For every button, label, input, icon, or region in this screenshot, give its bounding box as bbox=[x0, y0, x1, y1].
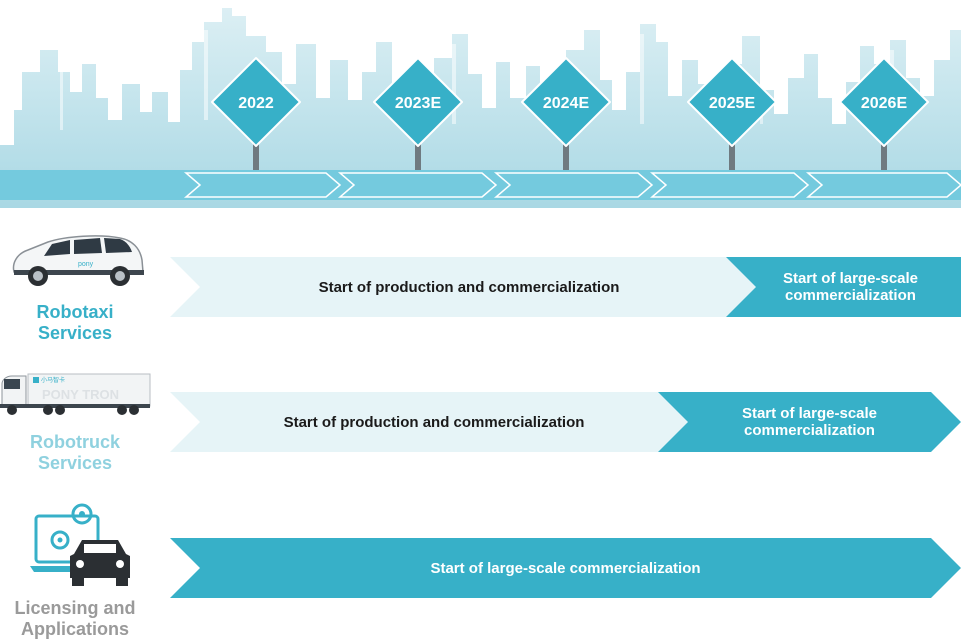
year-label: 2024E bbox=[543, 95, 590, 112]
city-skyline bbox=[0, 8, 961, 208]
road-chevron-segment bbox=[493, 172, 654, 198]
svg-text:pony: pony bbox=[78, 261, 94, 268]
robotaxi-phase-large-scale: Start of large-scale commercialization bbox=[726, 257, 961, 317]
road-chevron-segment bbox=[805, 172, 961, 198]
licensing-label: Licensing and Applications bbox=[14, 598, 136, 639]
robotaxi-phase-production: Start of production and commercializatio… bbox=[170, 257, 768, 317]
year-diamond bbox=[373, 57, 463, 147]
year-diamond bbox=[521, 57, 611, 147]
robotruck-icon: 小马智卡 PONY TRON bbox=[0, 373, 151, 415]
road-chevron-segment bbox=[183, 172, 342, 198]
road-band bbox=[0, 170, 961, 200]
year-diamond bbox=[839, 57, 929, 147]
signpost-pole bbox=[415, 142, 421, 170]
signpost-pole bbox=[253, 142, 259, 170]
year-signpost: 2026E bbox=[839, 57, 929, 170]
year-diamond bbox=[687, 57, 777, 147]
robotruck-phase-production: Start of production and commercializatio… bbox=[170, 392, 698, 452]
road-chevron-segment bbox=[649, 172, 810, 198]
year-label: 2023E bbox=[395, 95, 442, 112]
timeline-header: 2022 2023E 2024E 2025E 2026E bbox=[0, 8, 961, 208]
robotruck-label: Robotruck Services bbox=[30, 432, 120, 473]
year-signposts: 2022 2023E 2024E 2025E 2026E bbox=[211, 57, 929, 170]
year-label: 2022 bbox=[238, 95, 274, 112]
year-label: 2025E bbox=[709, 95, 756, 112]
robotaxi-van-icon: pony bbox=[12, 235, 144, 286]
year-diamond bbox=[211, 57, 301, 147]
licensing-phase-large-scale: Start of large-scale commercialization bbox=[170, 538, 961, 598]
signpost-pole bbox=[729, 142, 735, 170]
year-signpost: 2022 bbox=[211, 57, 301, 170]
timeline-road bbox=[0, 170, 961, 200]
year-label: 2026E bbox=[861, 95, 908, 112]
truck-brand-text: PONY TRON bbox=[42, 387, 119, 402]
svg-text:小马智卡: 小马智卡 bbox=[41, 376, 65, 384]
robotaxi-label: Robotaxi Services bbox=[36, 302, 114, 343]
year-signpost: 2024E bbox=[521, 57, 611, 170]
road-chevron-segment bbox=[337, 172, 498, 198]
year-signpost: 2023E bbox=[373, 57, 463, 170]
year-signpost: 2025E bbox=[687, 57, 777, 170]
licensing-laptop-car-gear-icon bbox=[30, 503, 130, 586]
signpost-pole bbox=[563, 142, 569, 170]
robotruck-phase-large-scale: Start of large-scale commercialization bbox=[658, 392, 961, 452]
signpost-pole bbox=[881, 142, 887, 170]
